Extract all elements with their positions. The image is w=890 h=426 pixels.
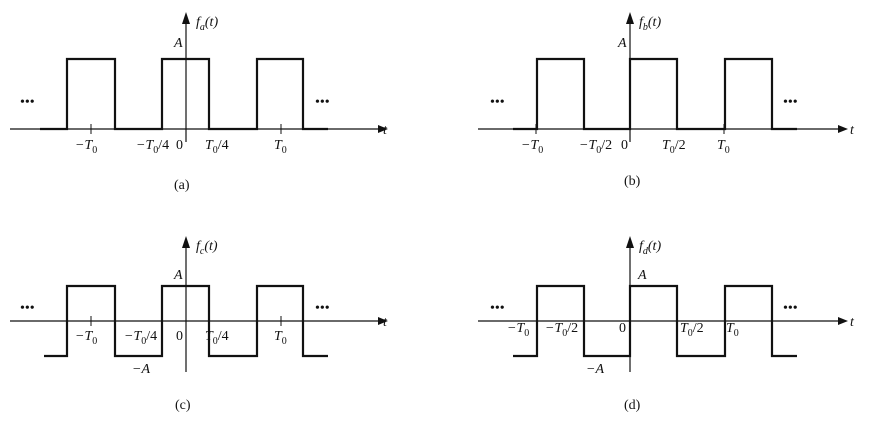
label-pos-fraction: T0/2	[680, 321, 704, 339]
amplitude-axis-arrow	[182, 12, 190, 24]
label-neg-fraction: −T0/2	[579, 138, 612, 156]
panel-d: ••• ••• fd(t) A −A t −T0 −T0/2 0 T0/2 T0…	[478, 236, 855, 413]
time-axis-arrow	[838, 317, 848, 325]
label-neg-t0: −T0	[507, 321, 529, 339]
ellipsis-left: •••	[490, 95, 505, 110]
amplitude-label: A	[173, 268, 183, 283]
label-pos-t0: T0	[717, 138, 730, 156]
panel-b: ••• ••• fb(t) A t −T0 −T0/2 0 T0/2 T0 (b…	[478, 12, 855, 189]
amplitude-label: A	[173, 36, 183, 51]
label-zero: 0	[176, 138, 183, 153]
time-axis-arrow	[838, 125, 848, 133]
time-axis-arrow	[378, 125, 388, 133]
ellipsis-left: •••	[490, 301, 505, 316]
function-label: fa(t)	[196, 15, 218, 33]
panel-c: ••• ••• fc(t) A −A t −T0 −T0/4 0 T0/4 T0…	[10, 236, 388, 413]
ellipsis-right: •••	[315, 95, 330, 110]
function-label: fd(t)	[639, 239, 661, 257]
waveform-c	[44, 284, 328, 358]
amplitude-axis-arrow	[626, 236, 634, 248]
amplitude-label: A	[637, 268, 647, 283]
ellipsis-right: •••	[783, 95, 798, 110]
function-label: fc(t)	[196, 239, 218, 257]
axis-label-t: t	[850, 315, 855, 330]
waveform-a	[40, 57, 328, 131]
caption: (b)	[624, 174, 641, 189]
neg-amplitude-label: −A	[586, 362, 604, 377]
label-pos-t0: T0	[726, 321, 739, 339]
amplitude-axis-arrow	[182, 236, 190, 248]
label-neg-fraction: −T0/4	[136, 138, 169, 156]
function-label: fb(t)	[639, 15, 661, 33]
caption: (c)	[175, 398, 191, 413]
label-pos-t0: T0	[274, 329, 287, 347]
label-neg-fraction: −T0/2	[545, 321, 578, 339]
caption: (d)	[624, 398, 641, 413]
amplitude-axis-arrow	[626, 12, 634, 24]
neg-amplitude-label: −A	[132, 362, 150, 377]
label-neg-t0: −T0	[521, 138, 543, 156]
axis-label-t: t	[850, 123, 855, 138]
label-zero: 0	[176, 329, 183, 344]
amplitude-label: A	[617, 36, 627, 51]
waveform-b	[513, 57, 797, 131]
ellipsis-left: •••	[20, 301, 35, 316]
axis-label-t: t	[383, 123, 388, 138]
caption: (a)	[174, 178, 190, 193]
label-pos-fraction: T0/4	[205, 329, 229, 347]
ellipsis-left: •••	[20, 95, 35, 110]
label-pos-t0: T0	[274, 138, 287, 156]
time-axis-arrow	[378, 317, 388, 325]
label-pos-fraction: T0/4	[205, 138, 229, 156]
ellipsis-right: •••	[783, 301, 798, 316]
axis-label-t: t	[383, 315, 388, 330]
panel-a: ••• ••• fa(t) A t −T0 −T0/4 0 T0/4 T0 (a…	[10, 12, 388, 193]
label-neg-t0: −T0	[75, 138, 97, 156]
label-neg-fraction: −T0/4	[124, 329, 157, 347]
label-neg-t0: −T0	[75, 329, 97, 347]
label-zero: 0	[621, 138, 628, 153]
label-zero: 0	[619, 321, 626, 336]
label-pos-fraction: T0/2	[662, 138, 686, 156]
ellipsis-right: •••	[315, 301, 330, 316]
waveform-d	[513, 284, 797, 358]
